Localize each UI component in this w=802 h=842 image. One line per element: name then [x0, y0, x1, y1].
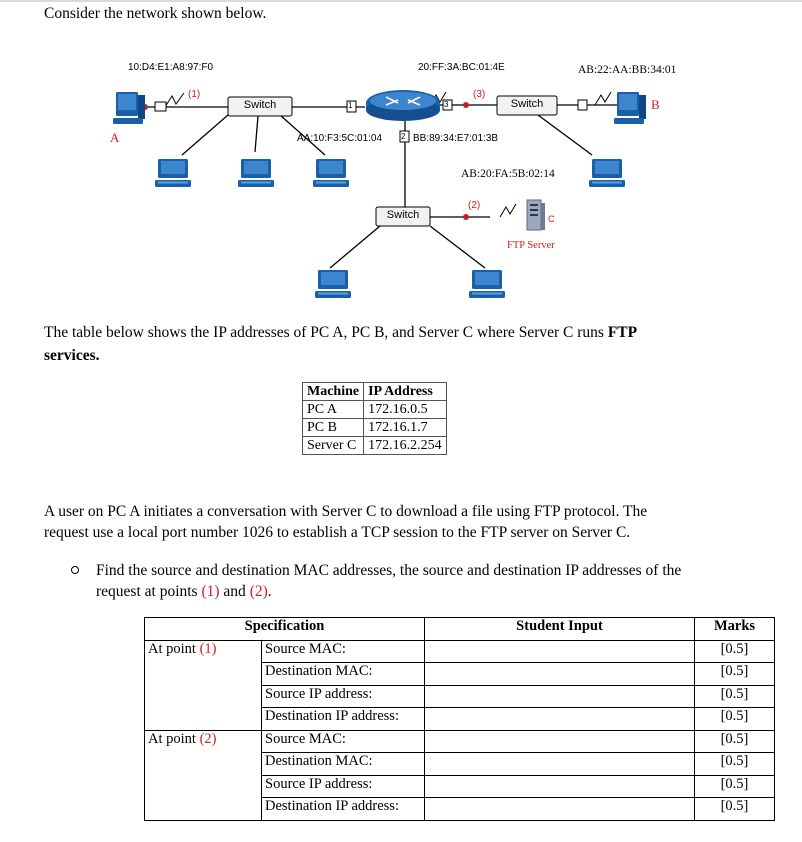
question-line-2: request at points (1) and (2).	[96, 581, 272, 602]
table-row: Source IP address: [0.5]	[145, 684, 775, 708]
field-label: Source IP address:	[261, 684, 425, 708]
bullet-icon	[71, 566, 79, 574]
point-label: At point	[148, 640, 196, 657]
machine-cell: PC A	[301, 400, 365, 419]
spec-header: Marks	[694, 617, 775, 641]
marks-cell: [0.5]	[694, 662, 775, 686]
pc-b-label: B	[651, 97, 660, 112]
field-label: Source MAC:	[261, 729, 425, 753]
point-1-label: (1)	[188, 89, 201, 100]
port-1-label: 1	[348, 101, 353, 110]
machine-cell: PC B	[301, 418, 365, 437]
student-input-cell[interactable]	[424, 729, 695, 753]
table-row: Destination IP address: [0.5]	[145, 797, 775, 821]
student-input-cell[interactable]	[424, 707, 695, 731]
question-text: request at points	[96, 583, 198, 600]
switch-right-label: Switch	[510, 98, 544, 110]
student-input-cell[interactable]	[424, 662, 695, 686]
student-input-cell[interactable]	[424, 639, 695, 663]
top-rule	[0, 0, 802, 2]
question-line-1: Find the source and destination MAC addr…	[96, 562, 682, 579]
question-point-1: (1)	[201, 583, 220, 600]
server-c-label: C	[548, 214, 555, 224]
field-label: Destination IP address:	[261, 707, 425, 731]
table-intro-bold: FTP	[607, 324, 638, 341]
student-input-cell[interactable]	[424, 797, 695, 821]
marks-cell: [0.5]	[694, 752, 775, 776]
spec-header: Student Input	[424, 617, 695, 641]
ip-address-table: Machine IP Address PC A 172.16.0.5 PC B …	[301, 382, 447, 455]
marks-cell: [0.5]	[694, 774, 775, 798]
mac-server-c: AB:20:FA:5B:02:14	[461, 168, 555, 180]
question-point-2: (2)	[249, 583, 268, 600]
student-input-cell[interactable]	[424, 684, 695, 708]
spec-header-row: Specification Student Input Marks	[144, 617, 775, 641]
ip-cell: 172.16.1.7	[363, 418, 447, 437]
mac-router-left: AA:10:F3:5C:01:04	[297, 133, 383, 144]
ip-table-header: Machine	[301, 382, 365, 401]
mac-router-top: 20:FF:3A:BC:01:4E	[418, 62, 505, 73]
scenario-line-1: A user on PC A initiates a conversation …	[44, 503, 648, 520]
point-2-label: (2)	[468, 200, 481, 211]
point-number: (2)	[199, 730, 217, 747]
table-intro-text-1: The table below shows the IP addresses o…	[44, 324, 604, 341]
table-intro: The table below shows the IP addresses o…	[44, 322, 637, 343]
table-row: Destination MAC: [0.5]	[145, 752, 775, 776]
machine-cell: Server C	[301, 436, 365, 455]
network-diagram	[113, 90, 646, 298]
table-row: At point (2) Source MAC: [0.5]	[144, 729, 775, 821]
point-number: (1)	[199, 640, 217, 657]
port-2-label: 2	[401, 132, 406, 141]
point-1-cell: At point (1)	[144, 639, 262, 731]
question-and: and	[223, 583, 246, 600]
mac-pc-b: AB:22:AA:BB:34:01	[578, 64, 677, 76]
field-label: Destination MAC:	[261, 662, 425, 686]
marks-cell: [0.5]	[694, 797, 775, 821]
table-row: PC A 172.16.0.5	[301, 400, 447, 419]
marks-cell: [0.5]	[694, 707, 775, 731]
table-row: Destination IP address: [0.5]	[145, 707, 775, 731]
field-label: Destination MAC:	[261, 752, 425, 776]
pc-a-label: A	[110, 130, 120, 145]
point-label: At point	[148, 730, 196, 747]
field-label: Destination IP address:	[261, 797, 425, 821]
mac-router-bottom: BB:89:34:E7:01:3B	[413, 133, 499, 144]
point-2-cell: At point (2)	[144, 729, 262, 821]
ip-table-header-row: Machine IP Address	[301, 382, 447, 401]
ip-cell: 172.16.2.254	[363, 436, 447, 455]
spec-header: Specification	[144, 617, 425, 641]
ftp-server-label: FTP Server	[507, 240, 555, 251]
table-row: PC B 172.16.1.7	[301, 418, 447, 437]
switch-bottom-label: Switch	[386, 209, 420, 221]
table-row: At point (1) Source MAC: [0.5]	[144, 639, 775, 731]
scenario-line-2: request use a local port number 1026 to …	[44, 524, 631, 541]
switch-left-label: Switch	[243, 99, 277, 111]
ip-cell: 172.16.0.5	[363, 400, 447, 419]
specification-table: Specification Student Input Marks At poi…	[144, 617, 775, 821]
marks-cell: [0.5]	[694, 729, 775, 753]
student-input-cell[interactable]	[424, 774, 695, 798]
table-row: Server C 172.16.2.254	[301, 436, 447, 455]
intro-text: Consider the network shown below.	[44, 5, 267, 22]
field-label: Source IP address:	[261, 774, 425, 798]
mac-pc-a: 10:D4:E1:A8:97:F0	[128, 62, 214, 73]
marks-cell: [0.5]	[694, 684, 775, 708]
point-3-label: (3)	[473, 89, 486, 100]
student-input-cell[interactable]	[424, 752, 695, 776]
marks-cell: [0.5]	[694, 639, 775, 663]
table-intro-end: services.	[44, 347, 100, 364]
field-label: Source MAC:	[261, 639, 425, 663]
ip-table-header: IP Address	[363, 382, 447, 401]
port-3-label: 3	[444, 100, 449, 109]
question-period: .	[267, 583, 272, 600]
